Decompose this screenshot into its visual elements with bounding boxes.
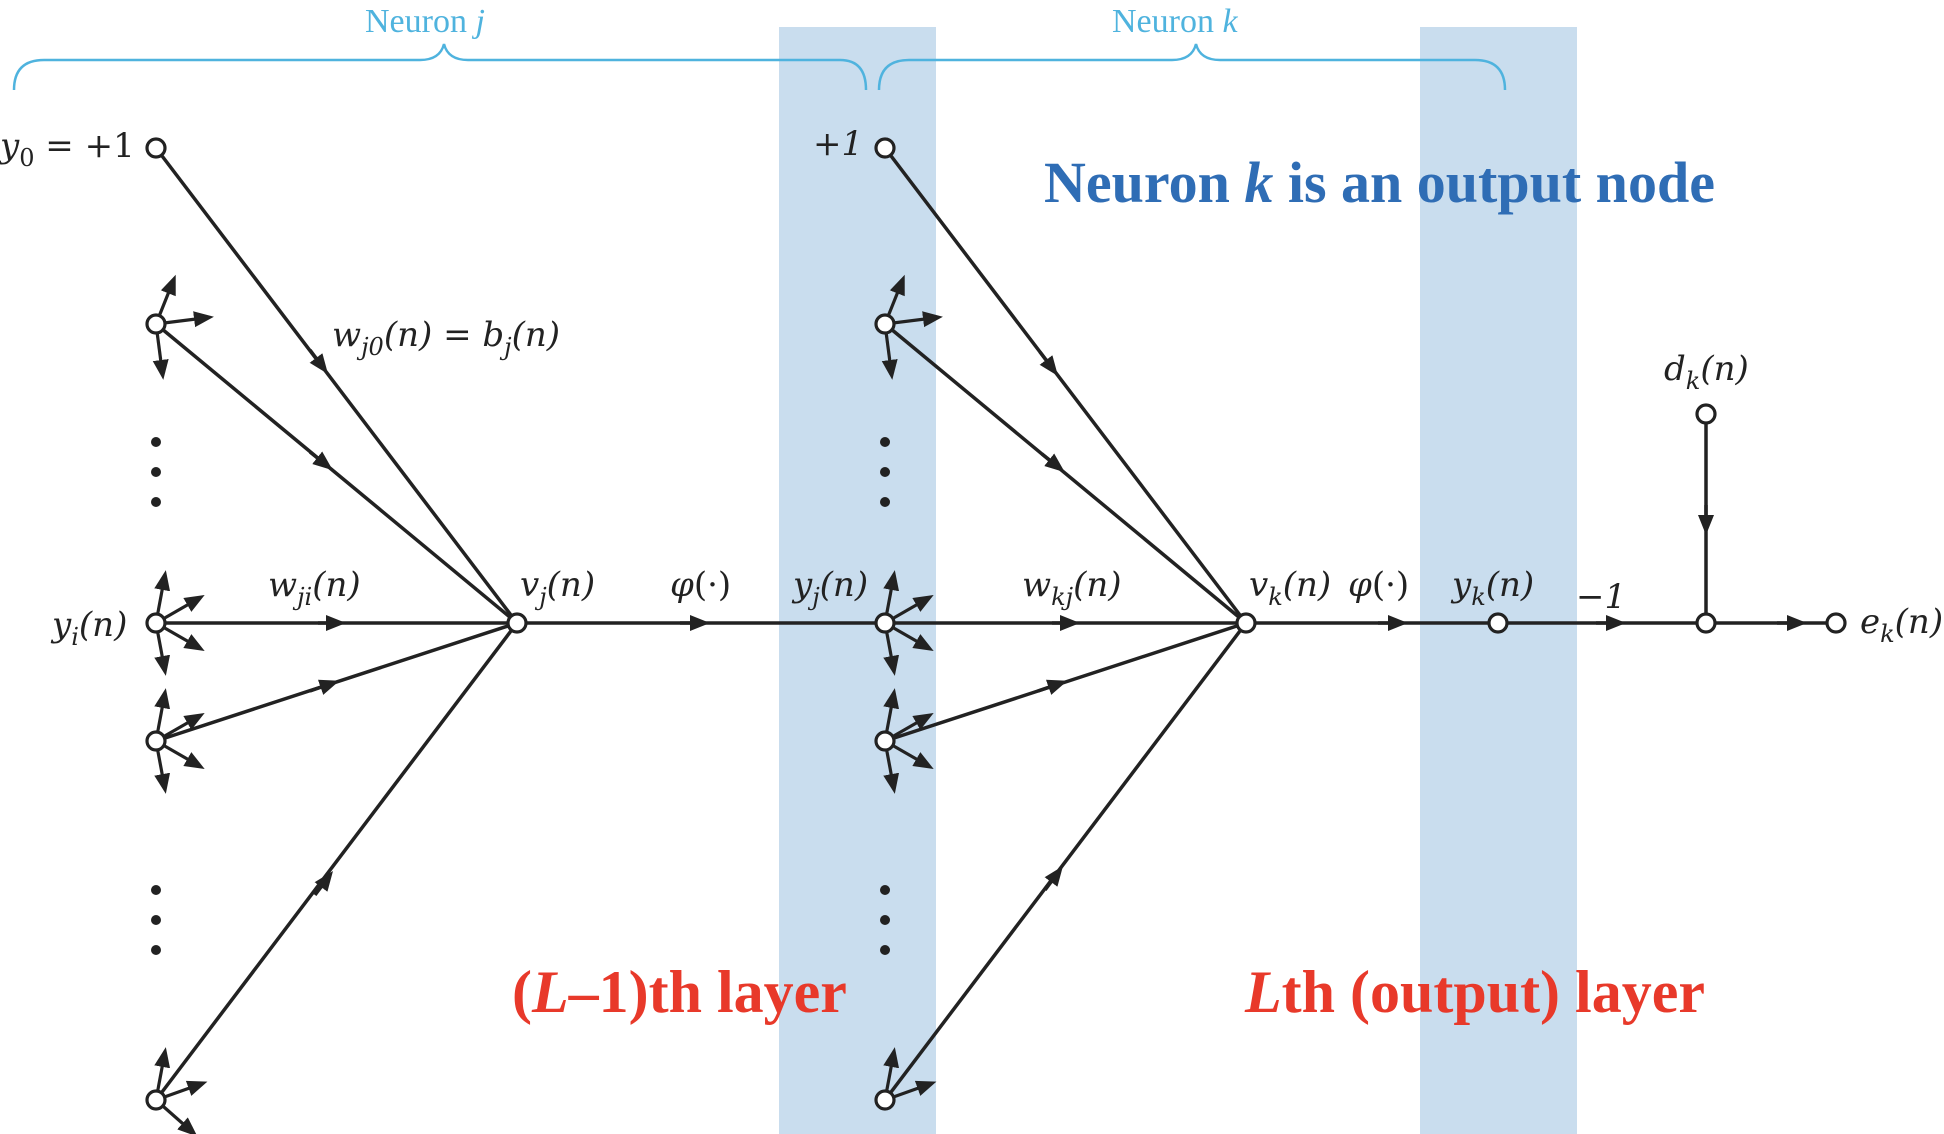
label-ek: ek(n)	[1860, 602, 1943, 648]
arrow-ym-vj	[313, 871, 333, 897]
edge-y1-to-vj	[154, 322, 519, 625]
label-wj0: wj0(n) = bj(n)	[332, 315, 560, 361]
node-dk	[1695, 403, 1717, 425]
label-minus-one: −1	[1576, 577, 1626, 617]
node-yk	[1487, 612, 1509, 634]
nodes	[145, 137, 1847, 1111]
node-yj	[874, 612, 896, 634]
arrows-into-vj	[308, 348, 346, 897]
output-node-title: Neuron k is an output node	[1044, 150, 1715, 215]
arrow-y0-vj	[308, 348, 328, 374]
node-input-1	[145, 313, 167, 335]
edge-nm-to-vk	[883, 621, 1248, 1102]
node-bias-k	[874, 137, 896, 159]
label-y0: y0 = +1	[0, 126, 135, 172]
hidden-layer-band	[779, 27, 936, 1134]
edge-n1-to-vk	[883, 322, 1248, 625]
node-vj	[506, 612, 528, 634]
label-vk: vk(n)	[1249, 565, 1331, 611]
edge-ym-to-vj	[154, 621, 519, 1102]
node-input-3	[145, 730, 167, 752]
neuron-k-label: Neuron k	[1112, 3, 1238, 40]
label-phi-k: φ(·)	[1348, 565, 1409, 605]
label-vj: vj(n)	[520, 565, 595, 611]
node-ek	[1825, 612, 1847, 634]
brace-neuron-k	[877, 43, 1507, 91]
label-phi-j: φ(·)	[670, 565, 731, 605]
hidden-layer-caption: (L–1)th layer	[512, 959, 847, 1025]
node-hidden-3	[874, 730, 896, 752]
label-bias-k: +1	[813, 124, 863, 164]
edge-y0-to-vj	[154, 146, 519, 625]
node-y0	[145, 137, 167, 159]
arrows-into-vk	[1037, 350, 1080, 892]
label-yk: yk(n)	[1450, 565, 1534, 611]
edge-n3-to-vk	[884, 621, 1247, 743]
edge-bias-to-vk	[883, 146, 1248, 625]
node-hidden-1	[874, 313, 896, 335]
label-dk: dk(n)	[1664, 349, 1749, 395]
ellipsis-dots	[151, 437, 890, 955]
brace-neuron-j	[12, 43, 868, 91]
node-hidden-m	[874, 1089, 896, 1111]
node-yi	[145, 612, 167, 634]
edge-y3-to-vj	[155, 621, 518, 743]
node-sum	[1695, 612, 1717, 634]
label-yj: yj(n)	[791, 565, 868, 611]
label-wkj: wkj(n)	[1022, 565, 1122, 611]
label-yi: yi(n)	[50, 605, 127, 651]
arrow-n1-vk	[1040, 452, 1065, 473]
arrow-n3-vk	[1037, 679, 1068, 695]
node-input-m	[145, 1089, 167, 1111]
output-layer-caption: Lth (output) layer	[1244, 959, 1705, 1025]
arrow-y3-vj	[309, 679, 340, 695]
node-vk	[1235, 612, 1257, 634]
neuron-j-label: Neuron j	[365, 3, 485, 40]
edges-into-vj	[154, 146, 519, 1102]
output-layer-band	[1420, 27, 1577, 1134]
arrow-y1-vj	[308, 450, 333, 471]
label-wji: wji(n)	[268, 565, 361, 611]
arrow-nm-vk	[1043, 866, 1063, 892]
arrow-bias-vk	[1038, 350, 1058, 376]
